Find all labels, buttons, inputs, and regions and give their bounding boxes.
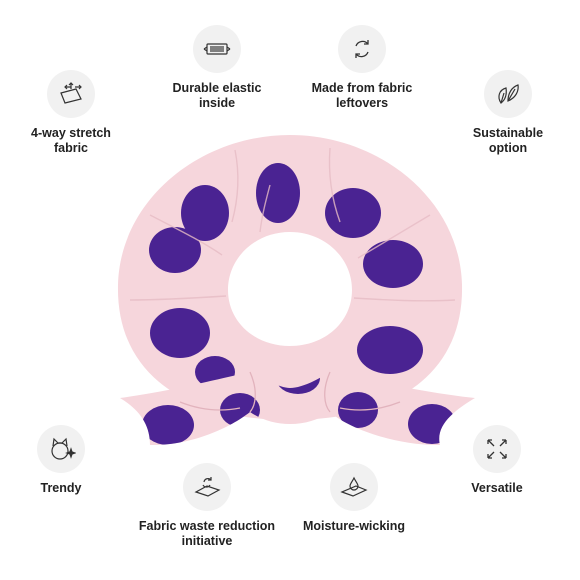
feature-label: 4-way stretch fabric xyxy=(31,126,111,155)
feature-fabric-leftovers: Made from fabric leftovers xyxy=(287,25,437,111)
feature-label: Fabric waste reduction initiative xyxy=(138,519,276,548)
feature-versatile: Versatile xyxy=(422,425,572,496)
feature-waste-reduction: Fabric waste reduction initiative xyxy=(132,463,282,549)
scrunchie-ring xyxy=(117,135,463,420)
feature-trendy: Trendy xyxy=(0,425,136,496)
feature-durable-elastic: Durable elastic inside xyxy=(142,25,292,111)
leaves-icon xyxy=(484,70,532,118)
water-drop-fabric-icon xyxy=(330,463,378,511)
expand-arrows-icon xyxy=(473,425,521,473)
feature-label: Moisture-wicking xyxy=(302,519,406,533)
four-way-stretch-icon xyxy=(47,70,95,118)
elastic-band-icon xyxy=(193,25,241,73)
feature-label: Trendy xyxy=(40,481,82,495)
feature-moisture: Moisture-wicking xyxy=(279,463,429,534)
recycle-arrows-icon xyxy=(338,25,386,73)
feature-label: Versatile xyxy=(471,481,523,495)
cat-sparkle-icon xyxy=(37,425,85,473)
recycle-box-icon xyxy=(183,463,231,511)
feature-sustainable: Sustainable option xyxy=(433,70,580,156)
feature-label: Made from fabric leftovers xyxy=(311,81,413,110)
feature-label: Durable elastic inside xyxy=(172,81,262,110)
feature-label: Sustainable option xyxy=(472,126,544,155)
feature-stretch: 4-way stretch fabric xyxy=(0,70,146,156)
